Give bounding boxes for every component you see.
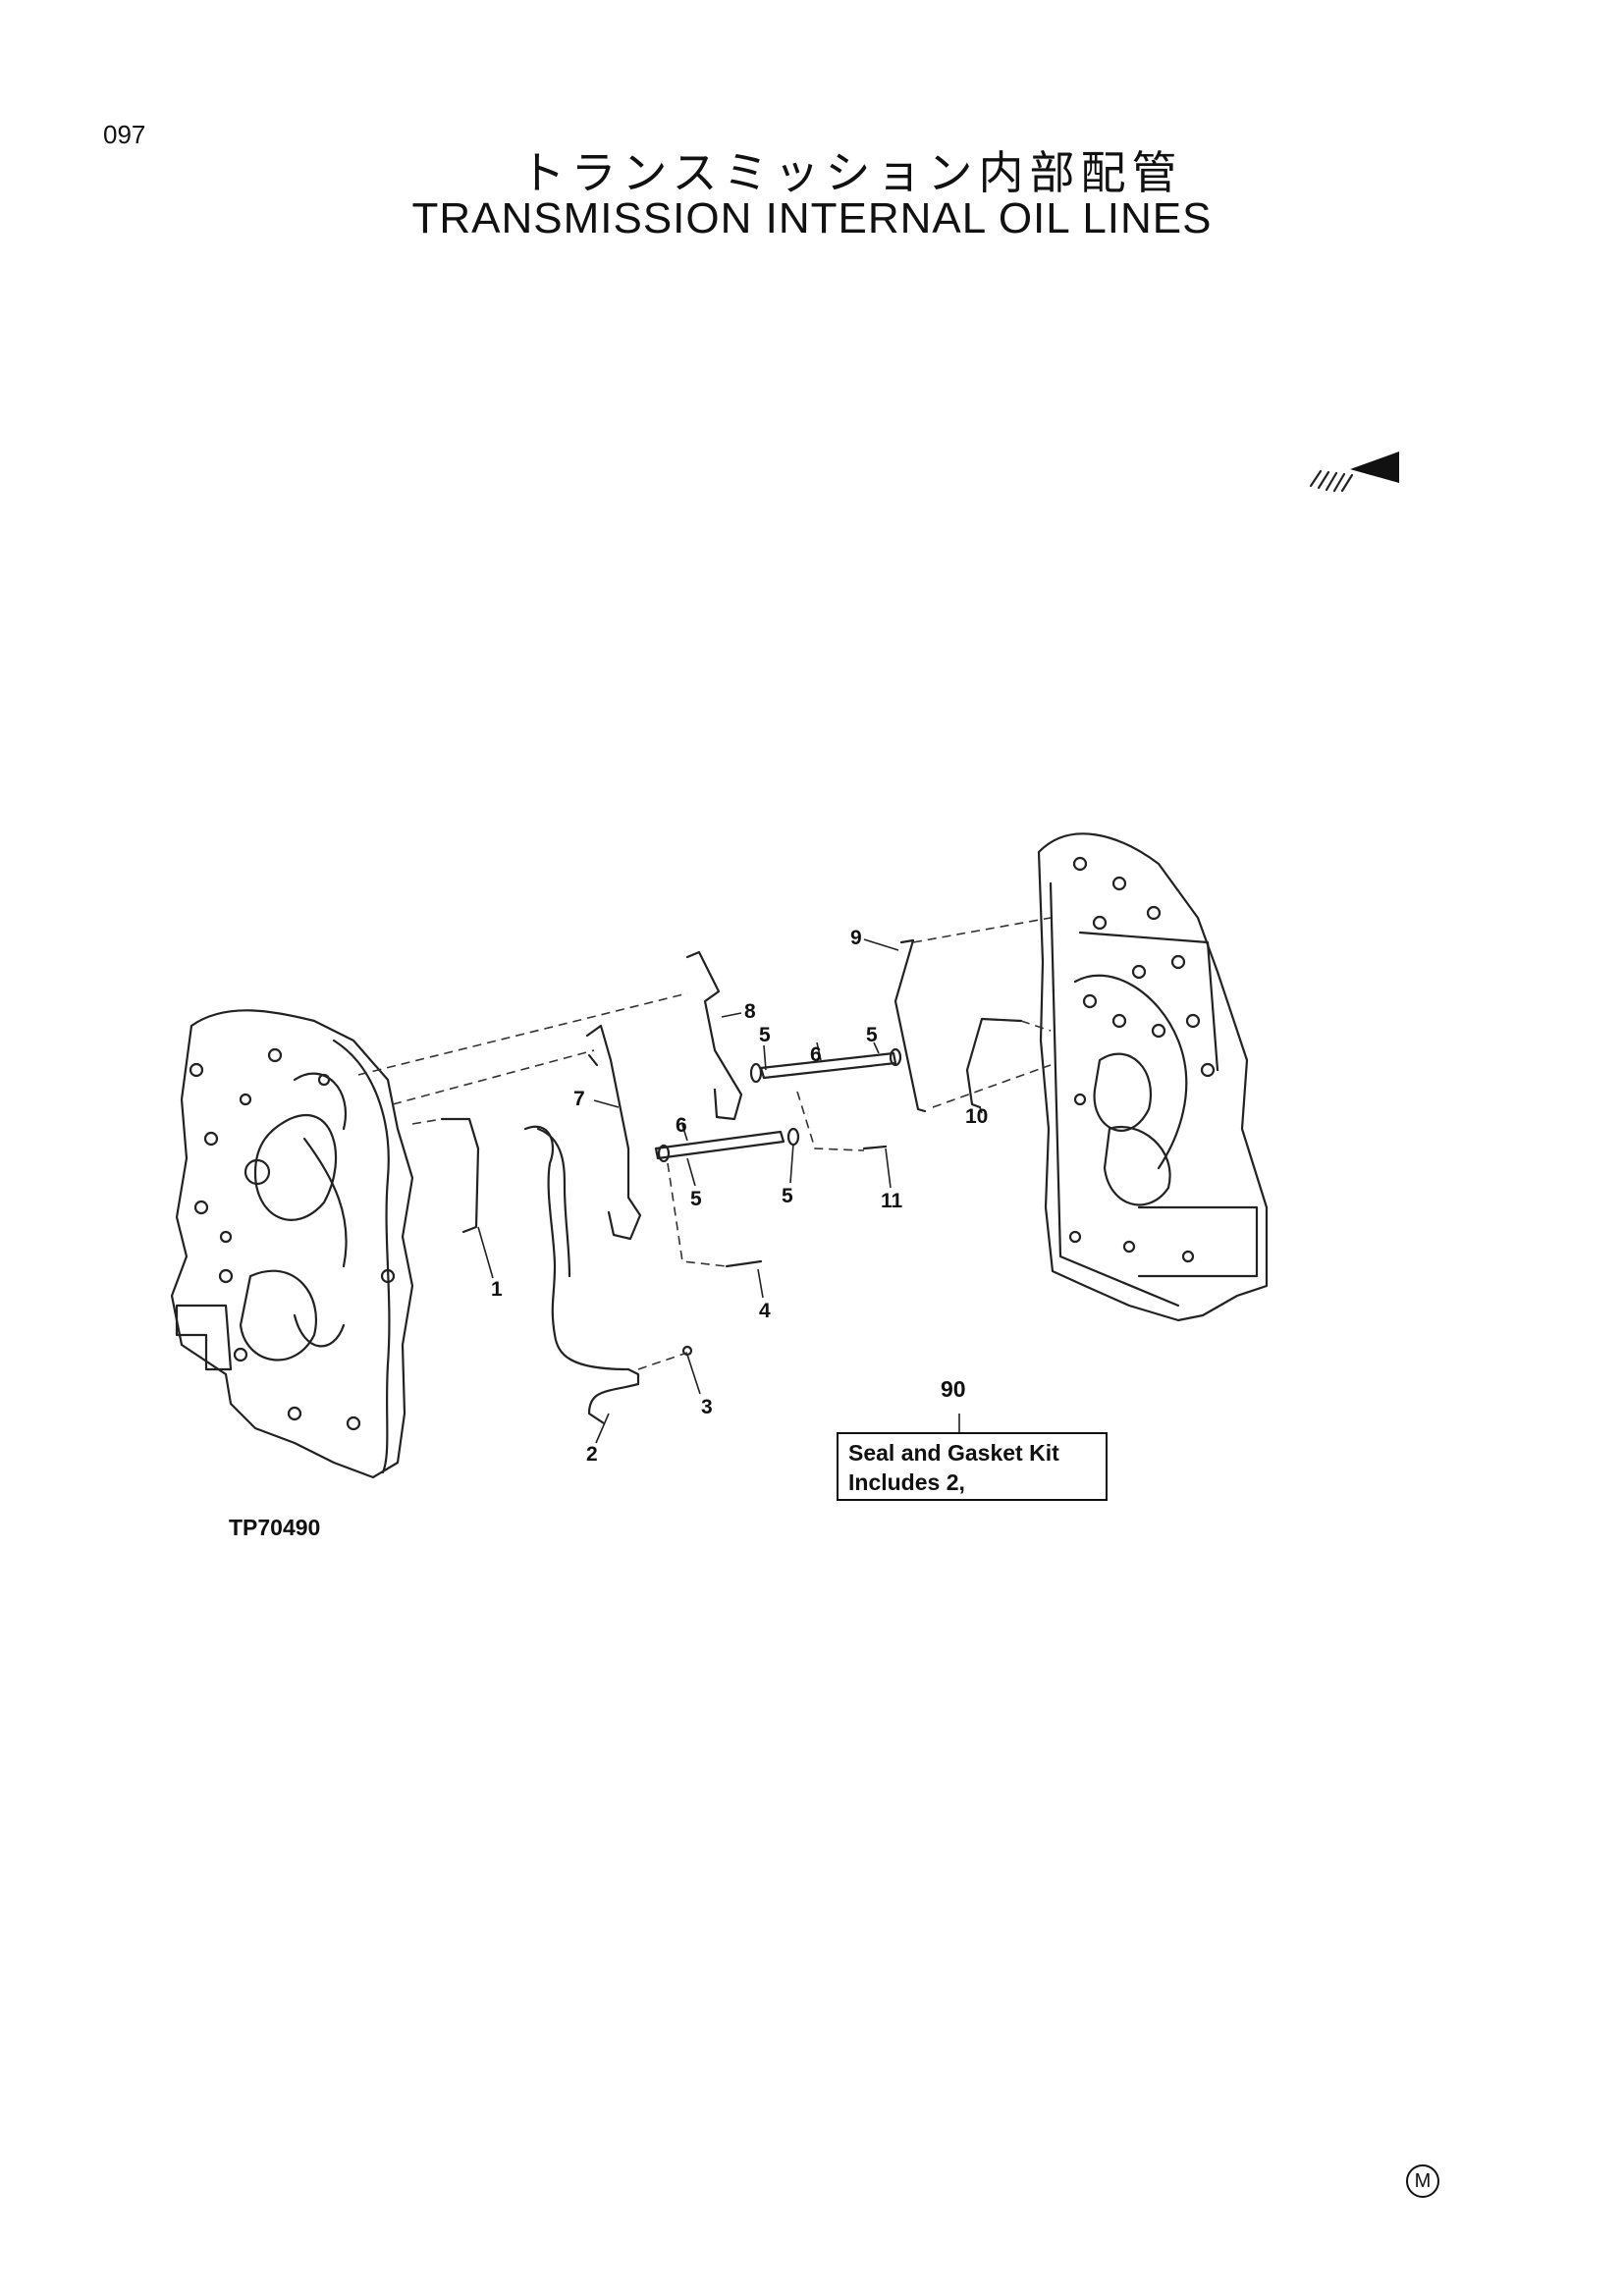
kit-note-box: Seal and Gasket Kit Includes 2, (837, 1432, 1108, 1501)
part-4-pin (725, 1259, 763, 1268)
page-number: 097 (103, 120, 146, 149)
kit-number: 90 (941, 1376, 966, 1402)
part-9-oil-line (893, 938, 927, 1113)
circled-m-mark: M (1406, 2164, 1439, 2198)
callout-6-upper: 6 (810, 1043, 822, 1066)
part-6-tube-upper (759, 1051, 897, 1080)
part-1-elbow-line (440, 1117, 480, 1234)
callout-8: 8 (744, 1000, 756, 1023)
callout-11: 11 (881, 1190, 903, 1212)
callout-4: 4 (759, 1300, 771, 1322)
part-5-oring (749, 1062, 763, 1084)
part-2-oil-pipe (523, 1125, 640, 1425)
transmission-housing-right (1037, 832, 1269, 1322)
callout-5-upper-right: 5 (866, 1024, 878, 1046)
transmission-housing-left (170, 1009, 414, 1479)
callout-5-upper-left: 5 (759, 1024, 771, 1046)
direction-arrow-icon (1309, 452, 1399, 493)
callout-5-lower-left: 5 (690, 1188, 702, 1210)
callout-6-lower: 6 (676, 1114, 687, 1137)
callout-10: 10 (965, 1105, 989, 1128)
kit-note-line-2: Includes 2, (848, 1469, 965, 1495)
callout-1: 1 (491, 1278, 503, 1301)
title-japanese: トランスミッション内部配管 (519, 146, 1183, 199)
callout-7: 7 (573, 1088, 585, 1110)
callout-3: 3 (701, 1396, 713, 1418)
part-7-oil-line (585, 1024, 642, 1241)
callout-9: 9 (850, 927, 862, 949)
title-english: TRANSMISSION INTERNAL OIL LINES (411, 194, 1213, 242)
part-11-pin (862, 1145, 888, 1150)
part-6-tube-lower (654, 1130, 785, 1160)
callout-5-lower-right: 5 (782, 1185, 793, 1207)
kit-note-line-1: Seal and Gasket Kit (848, 1440, 1059, 1466)
part-10-oil-line (965, 1017, 1023, 1109)
figure-id: TP70490 (229, 1515, 321, 1540)
callout-2: 2 (586, 1443, 598, 1466)
part-8-oil-line (685, 950, 743, 1121)
